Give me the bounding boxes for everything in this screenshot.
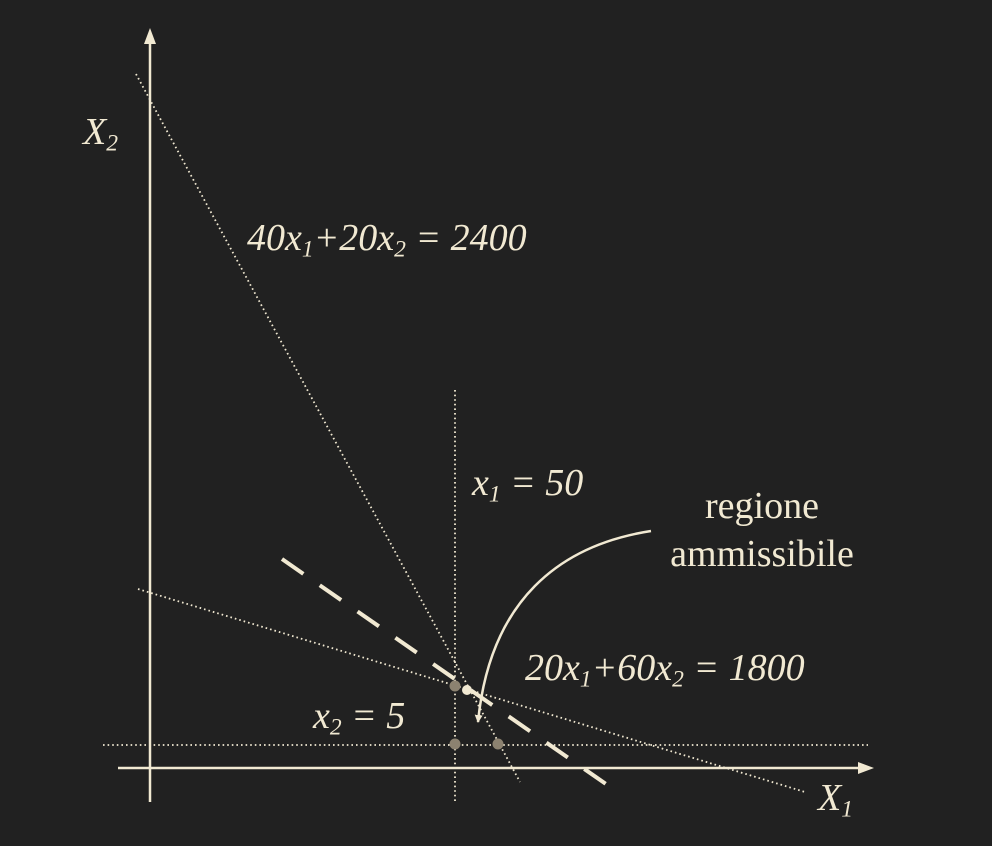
vertex-point <box>462 685 472 695</box>
vertex-point <box>492 738 504 750</box>
x-axis-arrow-icon <box>858 762 874 774</box>
constraint-label-20x1-60x2: 20x1+60x2 = 1800 <box>525 647 805 693</box>
feasible-region-label: regione ammissibile <box>650 483 874 578</box>
feasible-region-label-line2: ammissibile <box>670 532 854 575</box>
y-axis-arrow-icon <box>144 28 156 44</box>
constraint-label-40x1-20x2: 40x1+20x2 = 2400 <box>247 217 527 263</box>
constraint-label-x1-50: x1 = 50 <box>472 462 584 508</box>
vertex-point <box>449 680 461 692</box>
objective-line <box>280 557 618 793</box>
region-pointer-arrow-icon <box>474 529 652 723</box>
feasible-region-label-line1: regione <box>705 485 819 527</box>
constraint-line-40x1-20x2 <box>135 73 521 783</box>
y-axis-label: X2 <box>83 111 118 157</box>
x-axis-label: X1 <box>818 777 853 823</box>
vertex-point <box>449 738 461 750</box>
constraint-line-20x1-60x2 <box>137 588 806 793</box>
constraint-label-x2-5: x2 = 5 <box>313 695 406 741</box>
